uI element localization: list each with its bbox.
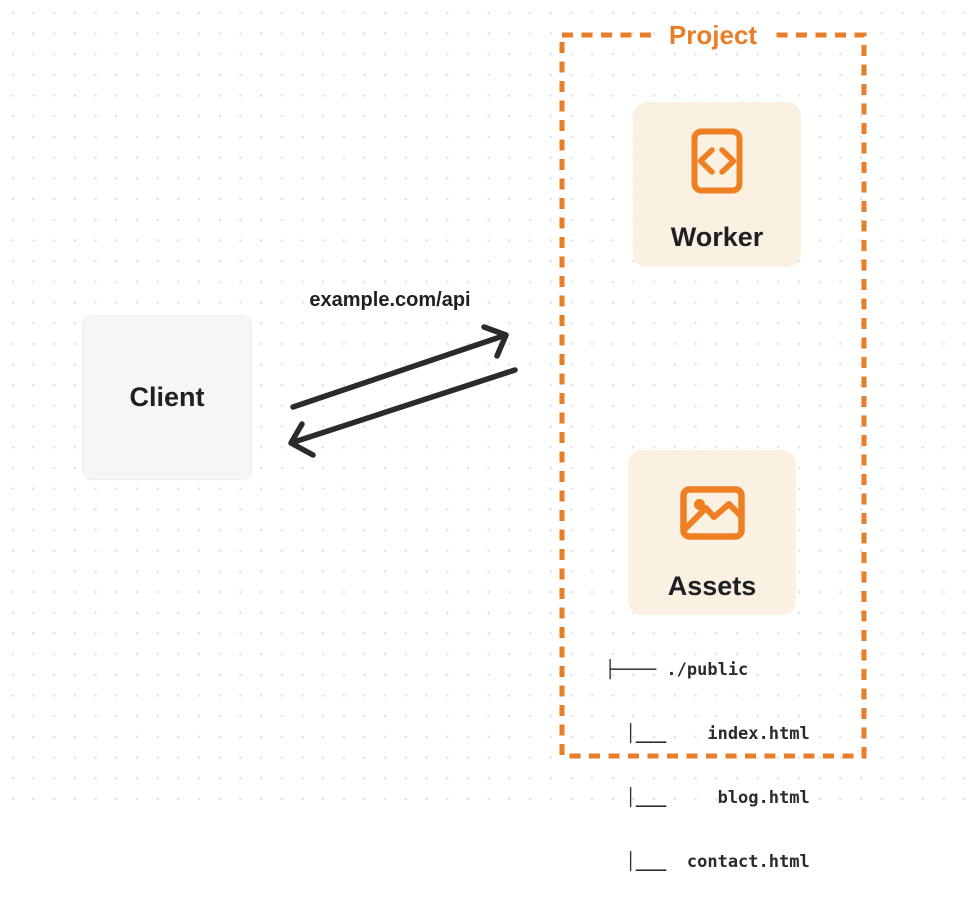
worker-label: Worker [670, 222, 764, 252]
request-arrow [290, 324, 509, 410]
request-url-label: example.com/api [309, 289, 471, 311]
assets-file-tree: ├──── ./public │___ index.html │___ blog… [605, 617, 810, 917]
image-icon [679, 486, 745, 540]
file-tree-line: │___ index.html [605, 724, 810, 745]
diagram-canvas: Client example.com/api Project Worker As… [0, 0, 980, 872]
worker-node: Worker [633, 102, 801, 267]
project-boundary [559, 32, 867, 759]
response-arrow [288, 367, 518, 458]
project-label: Project [657, 20, 769, 50]
client-node: Client [82, 315, 252, 480]
diagram-overlay [288, 32, 867, 759]
client-label: Client [129, 382, 205, 412]
file-tree-line: ├──── ./public [605, 659, 749, 680]
file-tree-line: │___ contact.html [605, 852, 810, 873]
file-tree-line: │___ blog.html [605, 788, 810, 809]
assets-node: Assets [628, 450, 796, 615]
assets-label: Assets [667, 571, 757, 601]
code-file-icon [691, 128, 743, 194]
